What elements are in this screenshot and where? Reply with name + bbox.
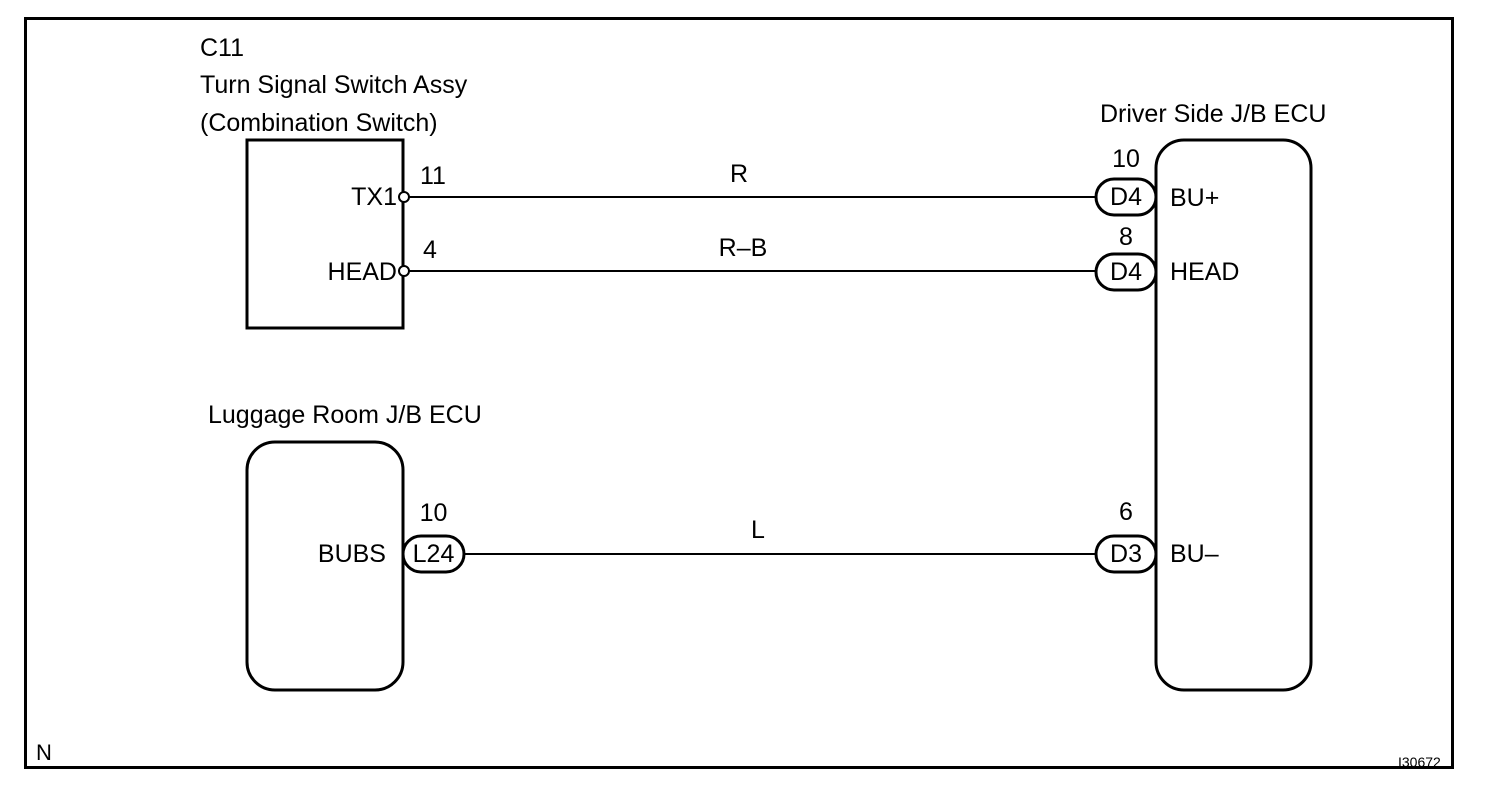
terminal-tx1 [398, 191, 410, 203]
driver-pin-label: BU+ [1170, 184, 1220, 212]
driver-pin-number: 10 [1112, 145, 1140, 173]
luggage-pin-label: BUBS [317, 540, 386, 568]
switch-name: Turn Signal Switch Assy [200, 71, 468, 99]
luggage-ecu-name: Luggage Room J/B ECU [208, 401, 482, 429]
figure-id: I30672 [1398, 754, 1441, 770]
switch-pin-label: HEAD [327, 258, 397, 286]
wire-color-code: L [751, 516, 765, 544]
connector-d3-bu-minus [1094, 534, 1158, 574]
connector-label: D4 [1110, 258, 1142, 286]
driver-ecu-box [1154, 138, 1313, 692]
luggage-ecu-box [245, 440, 405, 692]
luggage-pin-number: 10 [419, 499, 448, 527]
connector-label: D4 [1110, 183, 1142, 211]
driver-pin-label: BU– [1170, 540, 1219, 568]
wire-color-code: R [729, 160, 749, 188]
diagram-frame [24, 17, 1454, 769]
driver-pin-number: 6 [1119, 498, 1133, 526]
driver-pin-number: 8 [1119, 223, 1133, 251]
wire-color-code: R–B [718, 234, 768, 262]
connector-d4-bu-plus [1094, 177, 1158, 217]
footer-left-mark: N [36, 740, 52, 765]
switch-box [245, 138, 405, 330]
switch-pin-number: 4 [423, 236, 437, 264]
terminal-head [398, 265, 410, 277]
switch-pin-number: 11 [420, 162, 446, 190]
driver-ecu-name: Driver Side J/B ECU [1100, 100, 1327, 128]
switch-subname: (Combination Switch) [200, 109, 438, 137]
connector-l24 [401, 534, 466, 574]
connector-d4-head [1094, 252, 1158, 292]
driver-pin-label: HEAD [1170, 258, 1240, 286]
connector-label: L24 [412, 540, 455, 568]
switch-pin-label: TX1 [351, 183, 397, 211]
switch-code: C11 [200, 34, 245, 62]
connector-label: D3 [1110, 540, 1142, 568]
